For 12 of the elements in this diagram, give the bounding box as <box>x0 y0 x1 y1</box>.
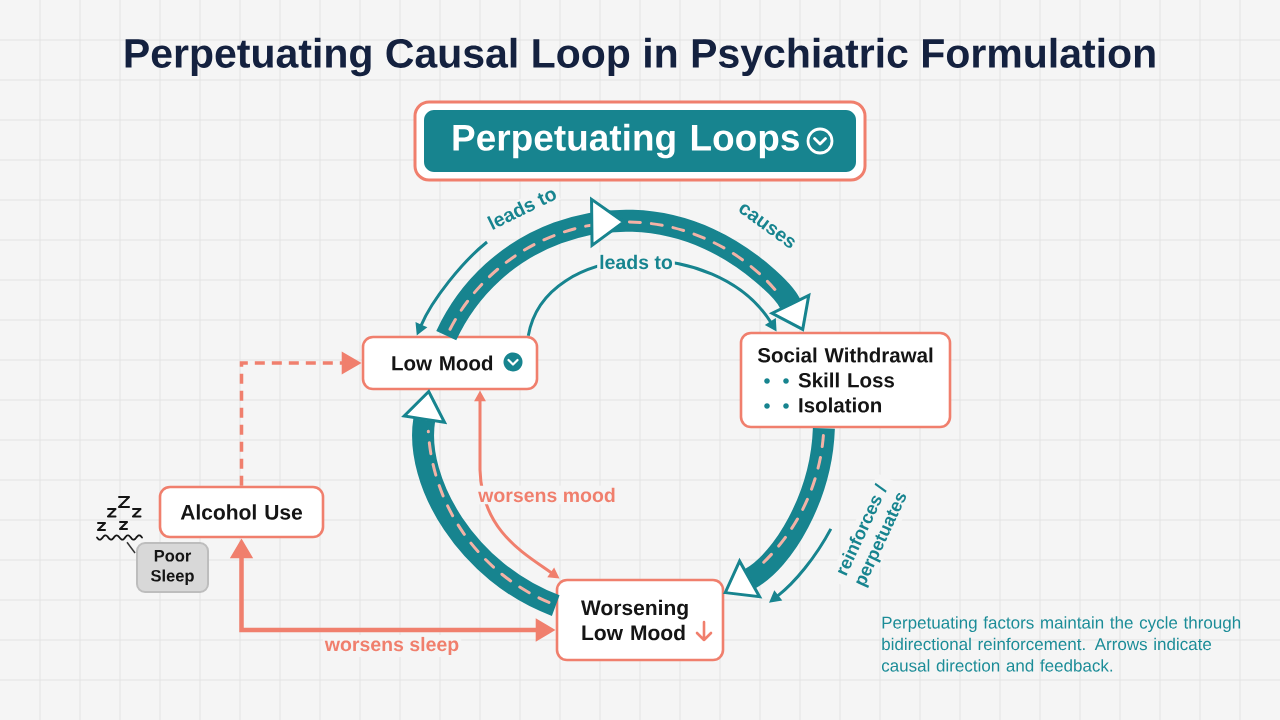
sleep-icon <box>96 496 143 541</box>
factor-box: Worsening Low Mood <box>555 578 725 662</box>
header-box: Perpetuating Loops <box>413 100 867 182</box>
loop-arrow <box>723 427 835 599</box>
loop-arrow <box>436 196 811 341</box>
factor-box: Social Withdrawal Skill Loss Isolation <box>739 331 952 429</box>
caption: Perpetuating factors maintain the cycle through bidirectional reinforcement. Arrows indicate causal direction and feedback. <box>881 616 1241 672</box>
edge-label: leads to <box>483 182 561 234</box>
title: Perpetuating Causal Loop in Psychiatric Formulation <box>125 37 1155 77</box>
factor-box: Alcohol Use <box>158 485 325 539</box>
factor-tag: Poor Sleep <box>136 542 209 593</box>
leader-line <box>126 541 136 554</box>
